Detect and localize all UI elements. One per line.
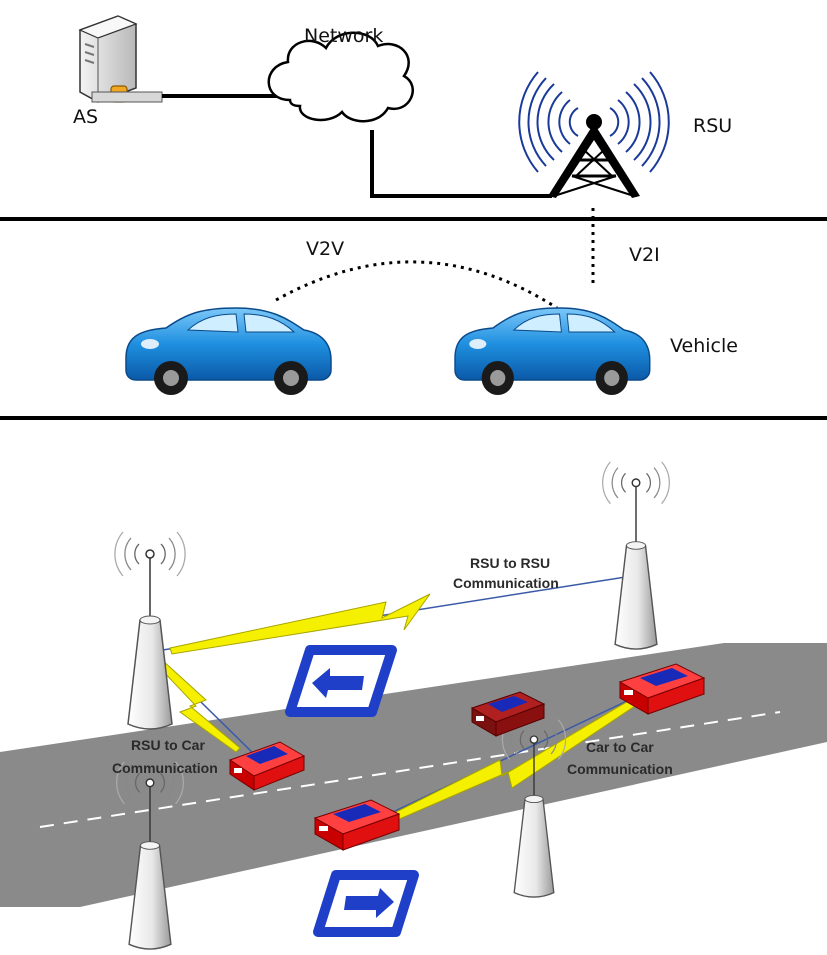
red-car-left-icon bbox=[228, 741, 306, 791]
server-icon bbox=[78, 15, 163, 103]
left-arrow-sign-icon bbox=[285, 645, 397, 717]
car-to-car-label-line1: Car to Car bbox=[586, 739, 654, 755]
rsu-car-lightning-icon bbox=[157, 659, 241, 753]
v2i-label: V2I bbox=[629, 244, 660, 266]
v2v-label: V2V bbox=[306, 238, 344, 260]
rsu-to-car-label-line1: RSU to Car bbox=[131, 737, 205, 753]
vehicle-car-right-icon bbox=[454, 307, 651, 396]
vehicle-label: Vehicle bbox=[670, 335, 738, 357]
rsu-rsu-lightning-icon bbox=[169, 593, 431, 655]
car-to-car-label-line2: Communication bbox=[567, 761, 673, 777]
rsu-tower-right-top-icon bbox=[601, 461, 671, 650]
right-arrow-sign-icon bbox=[313, 870, 419, 937]
rsu-tower-icon bbox=[518, 71, 670, 198]
as-label: AS bbox=[73, 106, 98, 128]
rsu-to-car-label-line2: Communication bbox=[112, 760, 218, 776]
rsu-label: RSU bbox=[693, 115, 732, 137]
car-car-link bbox=[371, 689, 651, 823]
red-car-bottom-icon bbox=[313, 799, 401, 851]
network-rsu-link bbox=[370, 130, 552, 198]
network-cloud-icon bbox=[267, 31, 414, 123]
network-label: Network bbox=[304, 25, 383, 47]
rsu-tower-left-top-icon bbox=[114, 531, 186, 730]
road-lane-marking bbox=[39, 711, 781, 828]
rsu-to-rsu-label-line2: Communication bbox=[453, 575, 559, 591]
dark-red-car-icon bbox=[470, 691, 546, 737]
rsu-to-rsu-label-line1: RSU to RSU bbox=[470, 555, 550, 571]
vehicle-car-left-icon bbox=[125, 307, 332, 396]
red-car-right-icon bbox=[618, 663, 706, 715]
v2v-link bbox=[275, 260, 558, 310]
